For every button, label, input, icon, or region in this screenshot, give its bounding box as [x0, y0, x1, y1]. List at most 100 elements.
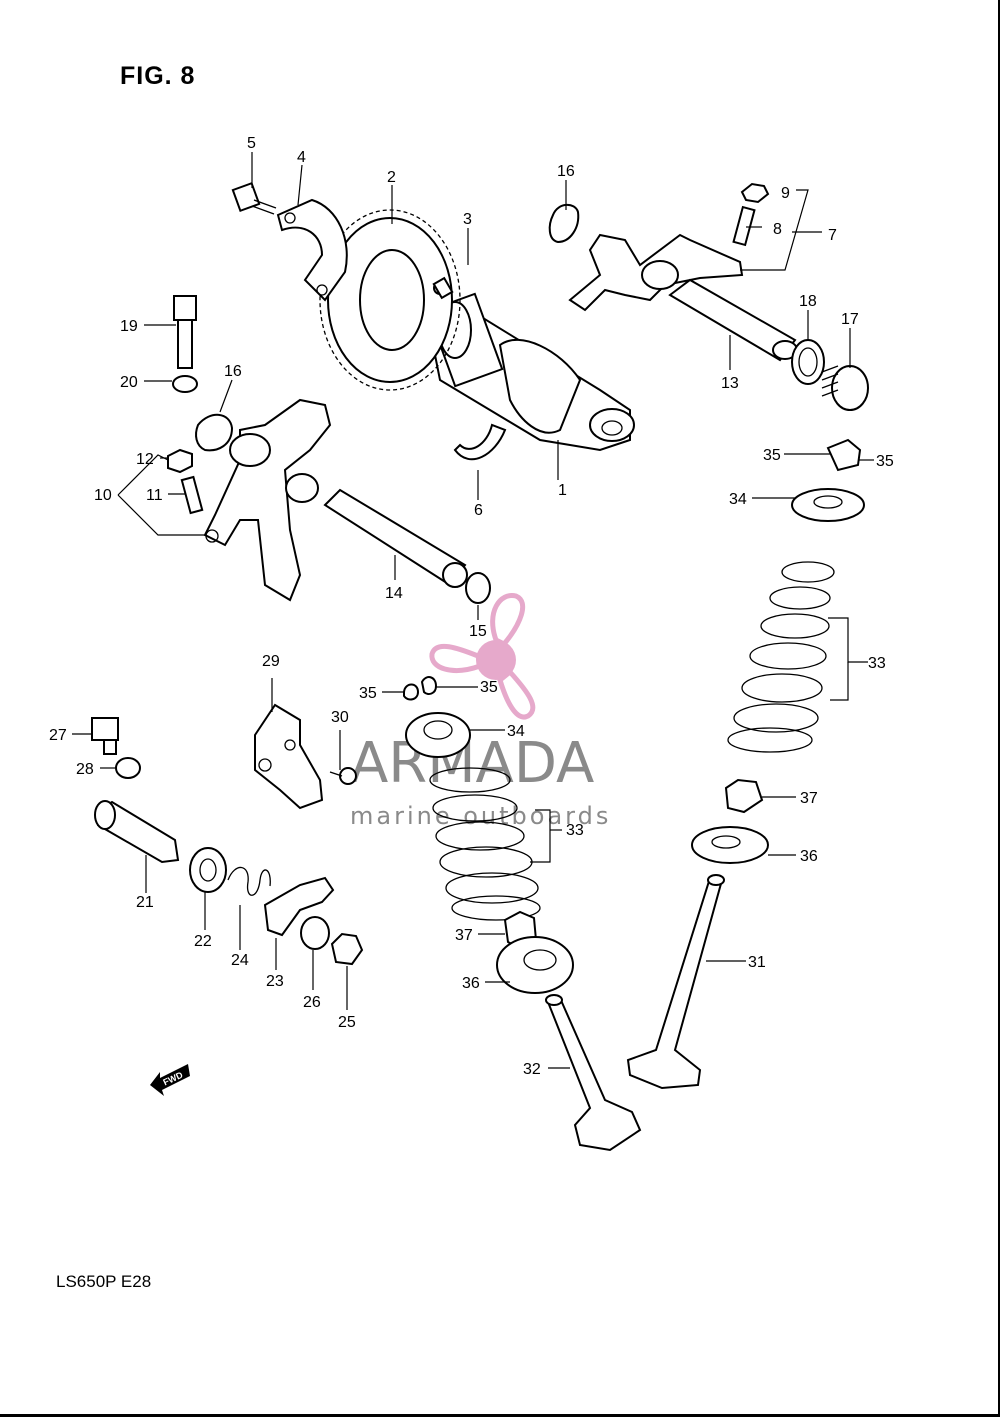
callout-2: 2 [387, 169, 396, 186]
callout-33-left: 33 [566, 822, 584, 839]
bolt-5-part [231, 181, 277, 215]
gasket-16-lower-part [195, 413, 234, 452]
nut-9-part [740, 182, 770, 204]
callout-14: 14 [385, 585, 403, 602]
spring-retainer-34-right-part [791, 488, 865, 522]
watermark-tagline: marine outboards [350, 802, 611, 830]
callout-7: 7 [828, 227, 837, 244]
callout-15: 15 [469, 623, 487, 640]
washer-20-part [172, 375, 198, 393]
callout-31: 31 [748, 954, 766, 971]
callout-17: 17 [841, 311, 859, 328]
callout-6: 6 [474, 502, 483, 519]
callout-33-right: 33 [868, 655, 886, 672]
screw-30-part [329, 767, 357, 785]
adjusting-screw-8-part [732, 205, 756, 247]
propeller-blade-left [429, 643, 483, 673]
page-border-bottom [0, 1414, 1000, 1417]
callout-35-right-b: 35 [876, 453, 894, 470]
forward-direction-arrow [150, 1064, 190, 1096]
callout-25: 25 [338, 1014, 356, 1031]
callout-36-right: 36 [800, 848, 818, 865]
spring-24-part [227, 866, 271, 896]
callout-21: 21 [136, 894, 154, 911]
callout-13: 13 [721, 375, 739, 392]
callout-5: 5 [247, 135, 256, 152]
callout-27: 27 [49, 727, 67, 744]
rocker-arm-right-part [568, 233, 744, 312]
callout-23: 23 [266, 973, 284, 990]
watermark-propeller-logo [429, 593, 536, 720]
leader-lines [72, 152, 874, 1069]
plate-part [276, 198, 348, 302]
valve-31-part [626, 874, 725, 1090]
propeller-blade-right [497, 668, 536, 720]
callout-26: 26 [303, 994, 321, 1011]
valve-stem-seal-37-right-part [724, 778, 764, 814]
shaft-21-part [94, 800, 180, 864]
rocker-arm-left-part [203, 398, 332, 602]
callout-19: 19 [120, 318, 138, 335]
callout-37-left: 37 [455, 927, 473, 944]
nut-12-part [167, 448, 193, 474]
callout-8: 8 [773, 221, 782, 238]
watermark-brand: ARMADA [350, 731, 594, 796]
rocker-shaft-14-part [323, 488, 468, 588]
callout-18: 18 [799, 293, 817, 310]
callout-16-upper: 16 [557, 163, 575, 180]
callout-3: 3 [463, 211, 472, 228]
callout-32: 32 [523, 1061, 541, 1078]
spring-retainer-34-left-part [405, 712, 471, 758]
callout-34-right: 34 [729, 491, 747, 508]
valve-32-part [545, 994, 642, 1152]
callout-20: 20 [120, 374, 138, 391]
callout-35-left-b: 35 [480, 679, 498, 696]
propeller-hub [476, 640, 516, 680]
callout-4: 4 [297, 149, 306, 166]
callout-11: 11 [146, 487, 163, 504]
callout-numbers: 1 2 3 4 5 6 7 8 9 10 11 12 13 14 15 16 1… [49, 135, 894, 1078]
callout-30: 30 [331, 709, 349, 726]
bracket-29-part [254, 703, 324, 810]
callout-24: 24 [231, 952, 249, 969]
plug-17-part [821, 365, 869, 411]
valve-spring-33-left-part [429, 767, 541, 921]
bolt-27-part [91, 717, 119, 755]
callout-29: 29 [262, 653, 280, 670]
pin-part [432, 276, 454, 300]
callout-36-left: 36 [462, 975, 480, 992]
callout-16-lower: 16 [224, 363, 242, 380]
gasket-16-upper-part [548, 203, 580, 244]
rocker-shaft-13-part [668, 278, 798, 362]
model-code: LS650P E28 [56, 1272, 152, 1291]
figure-title: FIG. 8 [120, 62, 196, 90]
propeller-blade-top [490, 593, 526, 648]
valve-cotter-35-right-part [826, 438, 862, 472]
spring-seat-36-right-part [691, 826, 769, 864]
callout-22: 22 [194, 933, 212, 950]
callout-9: 9 [781, 185, 790, 202]
callout-35-left-a: 35 [359, 685, 377, 702]
callout-34-left: 34 [507, 723, 525, 740]
bushing-22-part [189, 847, 227, 893]
spring-seat-36-left-part [496, 936, 574, 994]
callout-37-right: 37 [800, 790, 818, 807]
o-ring-18-part [791, 339, 825, 385]
page-border-right [998, 0, 1000, 1417]
retainer-6-part [453, 423, 507, 461]
callout-1: 1 [558, 482, 567, 499]
adjusting-screw-11-part [180, 475, 204, 515]
bolt-19-part [173, 295, 197, 369]
lever-23-part [263, 876, 335, 937]
valve-cotter-35-left-part [403, 676, 438, 701]
callout-12: 12 [136, 451, 154, 468]
washer-26-part [300, 916, 330, 950]
cam-sprocket-part [319, 209, 461, 391]
nut-25-part [330, 932, 364, 966]
callout-28: 28 [76, 761, 94, 778]
o-ring-15-part [465, 572, 491, 604]
callout-35-right-a: 35 [763, 447, 781, 464]
washer-28-part [115, 757, 141, 779]
